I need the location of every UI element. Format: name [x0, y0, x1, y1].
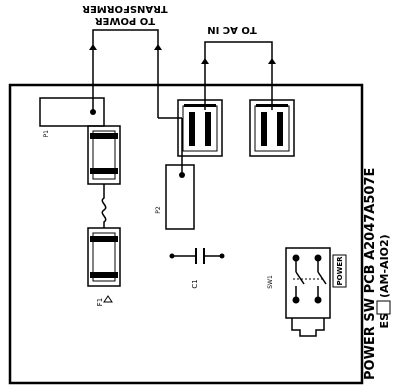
board-outline — [8, 83, 364, 385]
label-to-power: TO POWER — [95, 15, 155, 26]
arrow-ac-left — [201, 58, 209, 64]
connector-p1 — [39, 97, 105, 127]
label-c1: C1 — [191, 279, 199, 288]
power-tag-box — [332, 254, 347, 288]
es-box — [376, 300, 391, 315]
board-subtitle-es: ES — [378, 313, 391, 329]
board-subtitle-model: (AM-AIO2) — [378, 234, 391, 298]
label-to-ac-in: TO AC IN — [207, 24, 256, 35]
safety-mark-f1 — [103, 295, 113, 303]
cap-pad-right — [219, 253, 225, 259]
arrow-p1 — [89, 44, 97, 50]
ac-in-bracket — [204, 41, 273, 60]
ac-terminal-left — [177, 99, 223, 157]
arrow-ac-right — [268, 58, 276, 64]
connector-p2 — [165, 164, 195, 230]
label-f1: F1 — [96, 298, 104, 306]
board-title: POWER SW PCB A2047A507E — [363, 168, 378, 380]
fuse-element — [101, 184, 107, 228]
ac-terminal-right — [249, 99, 295, 157]
label-transformer: TRANSFORMER — [82, 3, 168, 14]
arrow-p2 — [154, 44, 162, 50]
label-sw1: SW1 — [267, 275, 274, 289]
label-p1: P1 — [43, 130, 50, 138]
pin-p2 — [179, 172, 185, 178]
fuse-clip-bottom — [87, 227, 121, 287]
label-p2: P2 — [155, 206, 162, 214]
cap-pad-left — [169, 253, 175, 259]
label-power-tag: POWER — [336, 256, 344, 286]
power-switch-sw1 — [285, 247, 331, 337]
transformer-bracket — [92, 29, 159, 45]
fuse-clip-top — [87, 125, 121, 185]
pin-p1 — [90, 109, 96, 115]
